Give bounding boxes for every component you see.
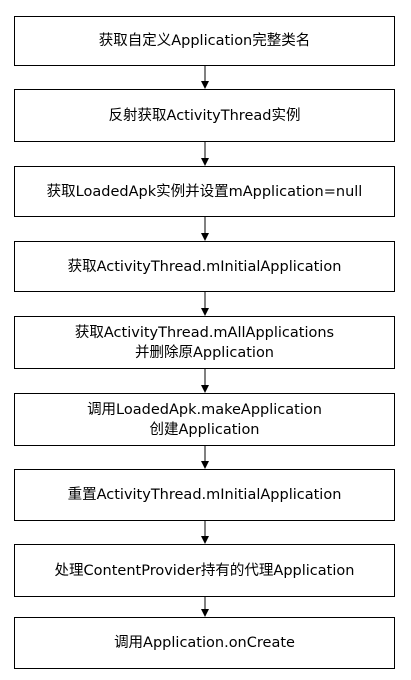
step-1-get-application-class-name: 获取自定义Application完整类名 <box>14 16 395 66</box>
step-4-get-initial-application: 获取ActivityThread.mInitialApplication <box>14 241 395 292</box>
step-label-line-2: 创建Application <box>149 421 260 438</box>
step-label: 调用Application.onCreate <box>114 635 295 651</box>
step-7-reset-initial-application: 重置ActivityThread.mInitialApplication <box>14 469 395 521</box>
step-label: 获取自定义Application完整类名 <box>98 33 311 49</box>
step-label-line-1: 调用LoadedApk.makeApplication <box>87 401 322 418</box>
step-label: 反射获取ActivityThread实例 <box>108 107 301 124</box>
step-label: 处理ContentProvider持有的代理Application <box>54 562 355 579</box>
step-6-make-application: 调用LoadedApk.makeApplication 创建Applicatio… <box>14 393 395 446</box>
step-2-reflect-activity-thread: 反射获取ActivityThread实例 <box>14 89 395 142</box>
step-8-handle-contentprovider: 处理ContentProvider持有的代理Application <box>14 544 395 597</box>
step-label: 重置ActivityThread.mInitialApplication <box>67 487 342 503</box>
step-label-line-2: 并删除原Application <box>134 344 275 361</box>
step-label: 获取ActivityThread.mInitialApplication <box>67 258 342 275</box>
step-9-call-oncreate: 调用Application.onCreate <box>14 617 395 669</box>
step-label-line-1: 获取ActivityThread.mAllApplications <box>74 324 335 341</box>
step-5-get-all-applications: 获取ActivityThread.mAllApplications 并删除原Ap… <box>14 316 395 369</box>
step-label: 获取LoadedApk实例并设置mApplication=null <box>46 183 363 200</box>
step-3-get-loadedapk: 获取LoadedApk实例并设置mApplication=null <box>14 166 395 217</box>
